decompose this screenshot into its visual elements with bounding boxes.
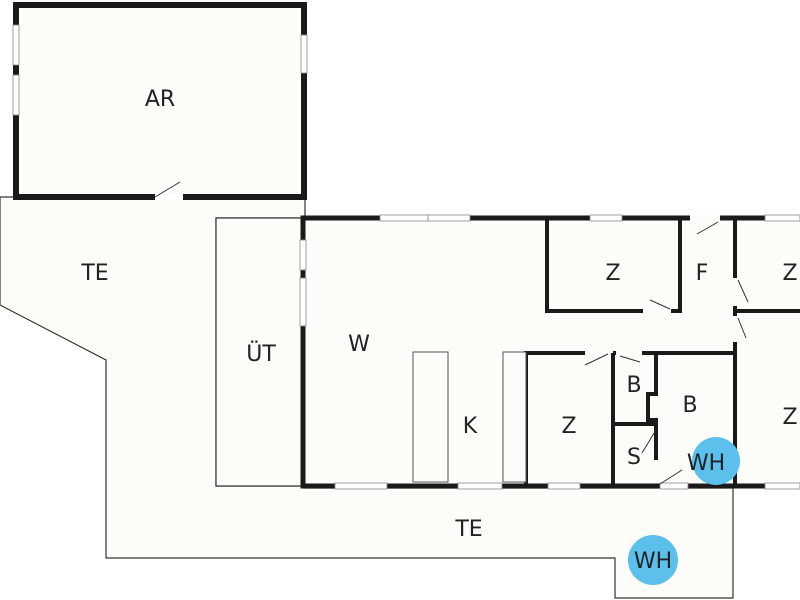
hall-f-door-top (690, 215, 720, 221)
b-small-door-swing (619, 355, 641, 363)
b-small-door (616, 350, 642, 356)
room-z-right-door (732, 316, 738, 342)
label-s: S (627, 445, 641, 470)
label-k: K (463, 414, 478, 439)
room-z-top-door-swing (649, 299, 671, 310)
label-f: F (696, 261, 709, 286)
room-z-top-door (643, 308, 671, 314)
label-wh-inner: WH (687, 451, 725, 476)
s-door-swing (641, 429, 657, 454)
label-wh-outer: WH (634, 549, 672, 574)
room-z-right-door-swing (737, 317, 747, 339)
core-door-z (585, 350, 613, 356)
wall-b-small-right (646, 353, 658, 460)
ar-window-left (12, 24, 20, 66)
window-top-4 (764, 214, 800, 222)
b-large-door-swing (659, 469, 683, 485)
core-door-z-swing (584, 353, 609, 366)
window-top-2 (427, 214, 471, 222)
ar-door (155, 194, 183, 200)
window-left-1 (299, 239, 307, 271)
ar-window-left-2 (12, 74, 20, 116)
label-te-left: TE (80, 261, 108, 286)
label-z-right: Z (782, 405, 797, 430)
window-bottom-2 (457, 482, 503, 490)
label-te-bottom: TE (454, 517, 482, 542)
label-z-top: Z (605, 261, 620, 286)
label-w: W (348, 332, 370, 357)
label-b-small: B (626, 373, 641, 398)
label-ut: ÜT (246, 341, 276, 367)
label-z-right-top: Z (782, 261, 797, 286)
window-top-3 (589, 214, 623, 222)
label-ar: AR (145, 87, 175, 112)
label-z-mid: Z (561, 414, 576, 439)
room-z-right-top-door-swing (737, 279, 749, 303)
label-b-large: B (682, 393, 697, 418)
room-ar (13, 2, 307, 200)
window-bottom-3 (547, 482, 581, 490)
window-bottom-5 (764, 482, 800, 490)
room-ut (215, 217, 304, 487)
window-bottom-4 (659, 482, 689, 490)
window-bottom-1 (334, 482, 388, 490)
room-z-top-walls (545, 220, 682, 313)
kitchen-island (412, 351, 449, 483)
room-z-right-top-door (732, 278, 738, 306)
kitchen-counter (502, 351, 527, 483)
ar-window-right (300, 34, 308, 74)
door-left (299, 277, 307, 327)
window-top-1 (379, 214, 429, 222)
wh-outer-marker (628, 535, 678, 585)
hall-f-door-top-swing (696, 221, 719, 235)
ar-door-swing (154, 181, 181, 198)
wh-inner-marker (692, 437, 740, 485)
